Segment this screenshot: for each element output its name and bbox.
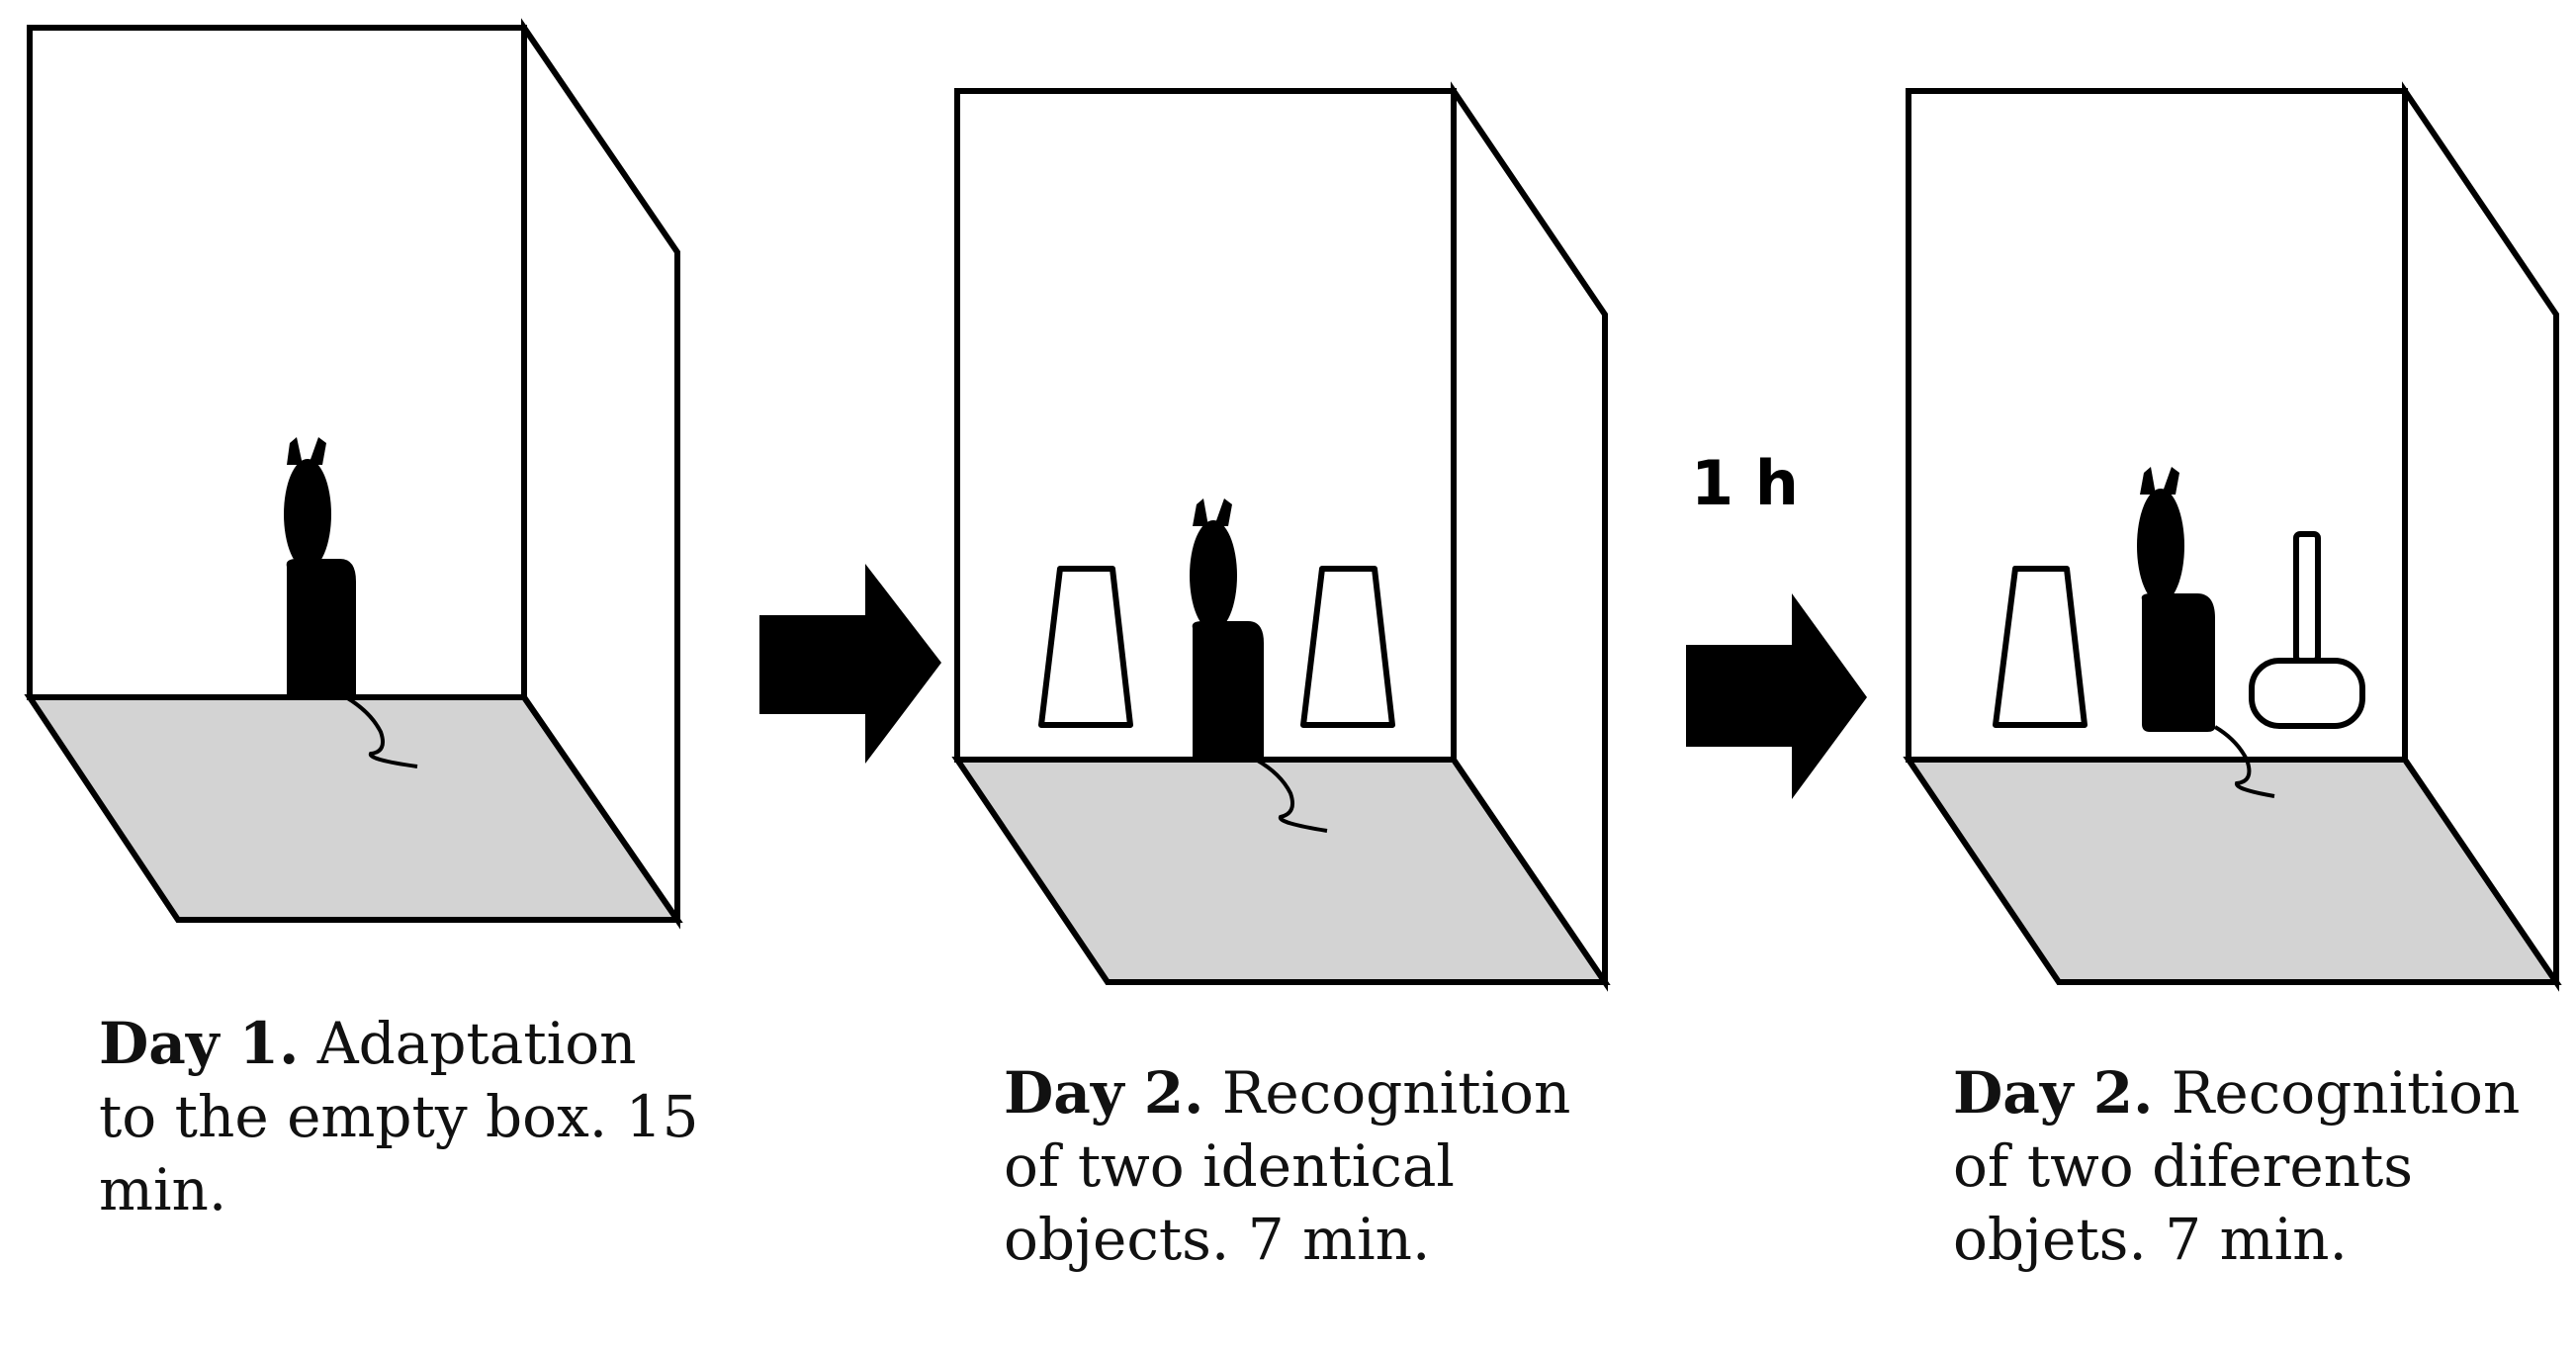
mouse-icon xyxy=(284,437,418,768)
stage-2-box xyxy=(951,81,1611,992)
stage-2-day-label: Day 2. xyxy=(1004,1059,1204,1127)
stage-3-caption: Day 2. Recognition of two diferents obje… xyxy=(1953,1056,2566,1277)
stage-2-description: Recognition of two identical objects. 7 … xyxy=(1004,1059,1571,1274)
cup-icon xyxy=(1300,566,1395,728)
arrow-icon xyxy=(1686,593,1867,799)
interval-label: 1 h xyxy=(1691,447,1799,519)
stage-1-box xyxy=(24,18,683,930)
arrow-icon xyxy=(759,564,941,764)
cup-icon xyxy=(1038,566,1133,728)
stage-2-caption: Day 2. Recognition of two identical obje… xyxy=(1004,1056,1617,1277)
stage-3-box xyxy=(1903,81,2562,992)
cup-icon xyxy=(1993,566,2087,728)
stage-1-back-wall xyxy=(27,25,527,700)
hammer-icon xyxy=(2249,531,2365,729)
stage-1-description: Adaptation to the empty box. 15 min. xyxy=(99,1010,699,1224)
mouse-icon xyxy=(1190,498,1328,833)
stage-1-day-label: Day 1. xyxy=(99,1010,300,1077)
stage-3-description: Recognition of two diferents objets. 7 m… xyxy=(1953,1059,2521,1274)
mouse-icon xyxy=(2137,467,2275,798)
stage-3-back-wall xyxy=(1906,88,2408,763)
stage-1-caption: Day 1. Adaptation to the empty box. 15 m… xyxy=(99,1007,712,1227)
stage-3-day-label: Day 2. xyxy=(1953,1059,2154,1127)
